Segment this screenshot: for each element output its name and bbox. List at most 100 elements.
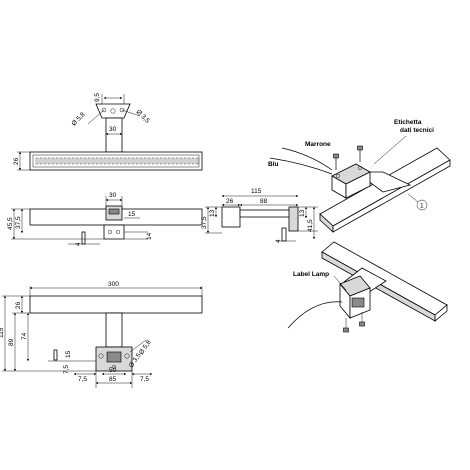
dim-9-5: 9,5 bbox=[94, 93, 101, 102]
dim-41-5: 41,5 bbox=[307, 219, 314, 232]
top-view-arm bbox=[105, 117, 123, 153]
dim-300: 300 bbox=[108, 281, 119, 288]
led-cell bbox=[171, 157, 175, 165]
led-cell bbox=[175, 157, 179, 165]
side-view: 115 26 88 4 37,5 13 13 41,5 bbox=[201, 188, 318, 243]
dim-26: 26 bbox=[13, 157, 20, 165]
dim-50: 50 bbox=[109, 367, 117, 374]
top-view-hole bbox=[119, 107, 125, 113]
iso-top-screw bbox=[333, 153, 339, 159]
cable-blue bbox=[269, 157, 333, 175]
dim-14: 14 bbox=[146, 232, 153, 240]
led-cell bbox=[83, 157, 87, 165]
led-cell bbox=[51, 157, 55, 165]
bottom-view-arm bbox=[105, 312, 123, 348]
iso-view-top: Marrone Blu Etichetta dati tecnici 1 bbox=[268, 119, 451, 233]
led-cell bbox=[127, 157, 131, 165]
dim-115: 115 bbox=[0, 327, 5, 338]
dim-7-5: 7,5 bbox=[78, 376, 87, 383]
iso-bottom-connector bbox=[351, 297, 365, 308]
led-cell bbox=[179, 157, 183, 165]
top-view: 9,5 Ø 5,8 Ø 3,5 30 26 bbox=[13, 93, 203, 171]
dim-26: 26 bbox=[226, 198, 234, 205]
led-cell bbox=[39, 157, 43, 165]
led-cell bbox=[159, 157, 163, 165]
iso-bottom-screw bbox=[359, 321, 365, 327]
front-view-connector bbox=[108, 208, 120, 215]
label-etichetta: Etichetta bbox=[394, 119, 422, 126]
dim-7-5: 7,5 bbox=[140, 376, 149, 383]
dim-74: 74 bbox=[21, 332, 28, 340]
bottom-view-mount-pin bbox=[53, 349, 58, 361]
dim-13: 13 bbox=[209, 209, 216, 217]
led-cell bbox=[155, 157, 159, 165]
iso-top-screw bbox=[357, 145, 363, 151]
callout-1: 1 bbox=[420, 203, 424, 210]
led-cell bbox=[79, 157, 83, 165]
led-cell bbox=[87, 157, 91, 165]
dim-37-5: 37,5 bbox=[201, 216, 208, 229]
led-cell bbox=[71, 157, 75, 165]
label-marrone: Marrone bbox=[305, 141, 331, 148]
led-cell bbox=[67, 157, 71, 165]
led-cell bbox=[147, 157, 151, 165]
led-cell bbox=[107, 157, 111, 165]
dim-13: 13 bbox=[299, 209, 306, 217]
front-view-bracket bbox=[103, 224, 125, 240]
led-cell bbox=[91, 157, 95, 165]
led-cell bbox=[43, 157, 47, 165]
dim-115: 115 bbox=[251, 188, 262, 195]
front-view: 30 15 14 4 45,5 37,5 bbox=[7, 192, 203, 246]
led-cell bbox=[163, 157, 167, 165]
callout-circle bbox=[416, 199, 428, 211]
dim-7-5: 7,5 bbox=[63, 365, 70, 374]
side-view-arm bbox=[239, 209, 291, 218]
dim-26: 26 bbox=[15, 301, 22, 309]
led-cell bbox=[35, 157, 39, 165]
top-view-hole bbox=[110, 108, 116, 114]
iso-bottom-screw bbox=[343, 327, 349, 333]
dim-15: 15 bbox=[65, 350, 72, 358]
led-cell bbox=[59, 157, 63, 165]
led-cell bbox=[183, 157, 187, 165]
dim-dia-3-5: Ø 3,5 bbox=[135, 108, 151, 124]
bottom-view: 300 Ø 5,8 Ø 3,5 115 89 26 74 15 7,5 7,5 … bbox=[0, 281, 203, 388]
led-cell bbox=[135, 157, 139, 165]
dim-88: 88 bbox=[260, 198, 268, 205]
dim-dia-5-8: Ø 5,8 bbox=[70, 111, 86, 127]
led-cell bbox=[63, 157, 67, 165]
label-dati-tecnici: dati tecnici bbox=[400, 127, 434, 134]
side-view-bracket bbox=[288, 206, 299, 232]
dim-4: 4 bbox=[275, 239, 282, 243]
top-view-hole bbox=[101, 107, 107, 113]
led-cell bbox=[143, 157, 147, 165]
side-view-bar-section bbox=[221, 206, 241, 228]
led-cell bbox=[123, 157, 127, 165]
bottom-view-led-bar bbox=[29, 295, 203, 314]
led-cell bbox=[139, 157, 143, 165]
dim-4: 4 bbox=[75, 242, 82, 246]
side-view-mount-pin bbox=[281, 227, 287, 242]
led-cell bbox=[187, 157, 191, 165]
led-cell bbox=[95, 157, 99, 165]
led-cell bbox=[99, 157, 103, 165]
dim-45-5: 45,5 bbox=[7, 217, 14, 230]
dim-89: 89 bbox=[8, 338, 15, 346]
led-cell bbox=[167, 157, 171, 165]
led-cell bbox=[191, 157, 195, 165]
dim-15: 15 bbox=[128, 211, 136, 218]
dim-37-5: 37,5 bbox=[15, 216, 22, 229]
bottom-view-connector bbox=[106, 351, 122, 363]
led-cell bbox=[151, 157, 155, 165]
led-cell bbox=[115, 157, 119, 165]
iso-view-bottom: Label Lamp bbox=[287, 241, 448, 333]
led-cell bbox=[103, 157, 107, 165]
dim-30: 30 bbox=[109, 192, 117, 199]
led-cell bbox=[75, 157, 79, 165]
led-cell bbox=[131, 157, 135, 165]
dim-dia-5-8: Ø 5,8 bbox=[138, 339, 153, 356]
led-cell bbox=[111, 157, 115, 165]
led-cell bbox=[119, 157, 123, 165]
dim-85: 85 bbox=[109, 376, 117, 383]
